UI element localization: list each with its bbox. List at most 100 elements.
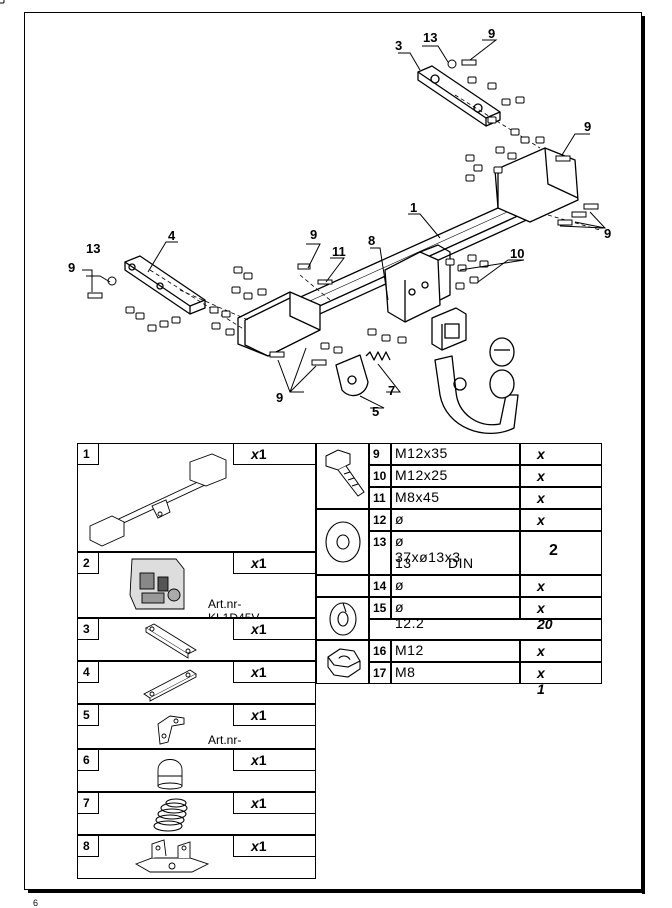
- washer-icon: [325, 521, 361, 563]
- bolt-icon: [325, 449, 365, 497]
- spec-row-num-cell: [369, 509, 391, 531]
- part-qty-5: x1: [251, 707, 267, 723]
- spec-row-qty-cell: [520, 662, 602, 684]
- callout-4: 4: [168, 228, 176, 243]
- spec-row-num-cell: [369, 443, 391, 465]
- spec-row-desc-cell: [391, 575, 520, 597]
- spec-quantity: x 20: [537, 600, 553, 632]
- spec-description-line2-a: 13: [395, 555, 412, 571]
- spec-description: M12x25: [395, 467, 448, 483]
- crossbar-part-1: [237, 147, 579, 357]
- spec-row-desc-cell: [391, 662, 520, 684]
- sheet-shadow-right: [642, 16, 645, 894]
- spec-row-num-cell: [369, 531, 391, 575]
- spec-row-num-cell: [369, 597, 391, 619]
- spec-row-desc-cell: [391, 487, 520, 509]
- part-qty-2: x1: [251, 555, 267, 571]
- spec-row-num-cell: [369, 487, 391, 509]
- callout-9-bottom: 9: [276, 390, 283, 405]
- bracket-plate-thumbnail: [134, 839, 210, 873]
- callout-9-center: 9: [310, 227, 317, 242]
- spec-row-desc-cell: [391, 465, 520, 487]
- exploded-diagram: 3 13 9 9 1 9 4 13 9 9 11 8 10 9 7 5: [0, 0, 611, 435]
- spring-part-7: [365, 351, 391, 361]
- part-row-5: [77, 704, 316, 749]
- spec-row-desc-cell: [391, 443, 520, 465]
- spec-number: 15: [373, 601, 387, 615]
- callout-1: 1: [410, 200, 417, 215]
- socket-kit-thumbnail: [129, 558, 185, 610]
- part-number-1: 1: [83, 447, 90, 461]
- part-qty-7: x1: [251, 795, 267, 811]
- spec-number: 13: [373, 535, 387, 549]
- towball-neck: [434, 337, 519, 435]
- part-qty-1: x1: [251, 446, 267, 462]
- spec-row-qty-cell: [520, 597, 602, 619]
- spec-row-qty-cell: [520, 640, 602, 662]
- spec-row-desc-cell: [391, 509, 520, 531]
- spec-row-desc-cell: [391, 531, 520, 575]
- spec-number: 9: [373, 447, 380, 461]
- page-number: 6: [33, 898, 39, 908]
- spec-row-qty-cell: [520, 531, 602, 575]
- spec-row-num-cell: [369, 640, 391, 662]
- part-number-2: 2: [83, 556, 90, 570]
- spec-row-qty-cell: [520, 509, 602, 531]
- part-number-4: 4: [83, 665, 90, 679]
- spec-description: ø 37xø13x3: [395, 533, 461, 565]
- spec-row-num-cell: [369, 662, 391, 684]
- spec-row-num-cell: [369, 575, 391, 597]
- top-plate-thumbnail: [145, 623, 197, 659]
- spec-number: 11: [373, 491, 386, 505]
- callout-3: 3: [395, 38, 402, 53]
- spec-number: 14: [373, 579, 387, 593]
- spec-row-qty-cell: [520, 465, 602, 487]
- part-qty-3: x1: [251, 621, 267, 637]
- part-number-7: 7: [83, 796, 90, 810]
- spec-number: 17: [373, 666, 387, 680]
- mounting-bracket-thumbnail: [157, 715, 185, 745]
- mounting-bracket-part-5: [335, 354, 369, 397]
- spec-description: M8: [395, 664, 416, 680]
- callout-5: 5: [372, 404, 379, 419]
- spec-row-qty-cell: [520, 575, 602, 597]
- callout-8: 8: [368, 233, 375, 248]
- part-number-3: 3: [83, 622, 90, 636]
- towball-cap-thumbnail: [157, 759, 183, 790]
- spec-description: ø 12.2: [395, 599, 425, 631]
- callout-9-top: 9: [488, 26, 495, 41]
- spec-number: 16: [373, 644, 387, 658]
- spec-row-qty-cell: [520, 443, 602, 465]
- spring-thumbnail: [153, 798, 188, 832]
- sheet-shadow-bottom: [28, 890, 645, 893]
- part-qty-8: x1: [251, 838, 267, 854]
- top-plate-part-3: [417, 65, 501, 127]
- callout-13-left: 13: [86, 241, 100, 256]
- spec-row-num-cell: [369, 465, 391, 487]
- crossbar-thumbnail: [89, 453, 227, 547]
- callout-7: 7: [388, 383, 395, 398]
- part-qty-4: x1: [251, 664, 267, 680]
- callout-13-top: 13: [423, 30, 437, 45]
- spec-description: M12: [395, 642, 424, 658]
- part-qty-6: x1: [251, 752, 267, 768]
- callout-9-right: 9: [584, 119, 591, 134]
- side-plate-thumbnail: [143, 669, 197, 702]
- nut-icon: [327, 648, 361, 678]
- spec-number: 12: [373, 513, 387, 527]
- callout-9-left: 9: [68, 260, 75, 275]
- spec-description: M12x35: [395, 445, 448, 461]
- callout-10: 10: [510, 246, 524, 261]
- spec-number: 10: [373, 469, 387, 483]
- spec-quantity: x 1: [537, 665, 545, 697]
- callout-9-right-lower: 9: [604, 226, 611, 241]
- spec-quantity: 2: [549, 542, 558, 559]
- spec-row-qty-cell: [520, 487, 602, 509]
- spec-row-desc-cell: [391, 640, 520, 662]
- side-plate-part-4: [124, 255, 206, 315]
- spec-row-desc-cell: [391, 597, 520, 619]
- spring-washer-icon: [329, 602, 357, 636]
- fasteners: [0, 0, 599, 366]
- socket-box: [431, 307, 467, 351]
- part-number-5: 5: [83, 708, 90, 722]
